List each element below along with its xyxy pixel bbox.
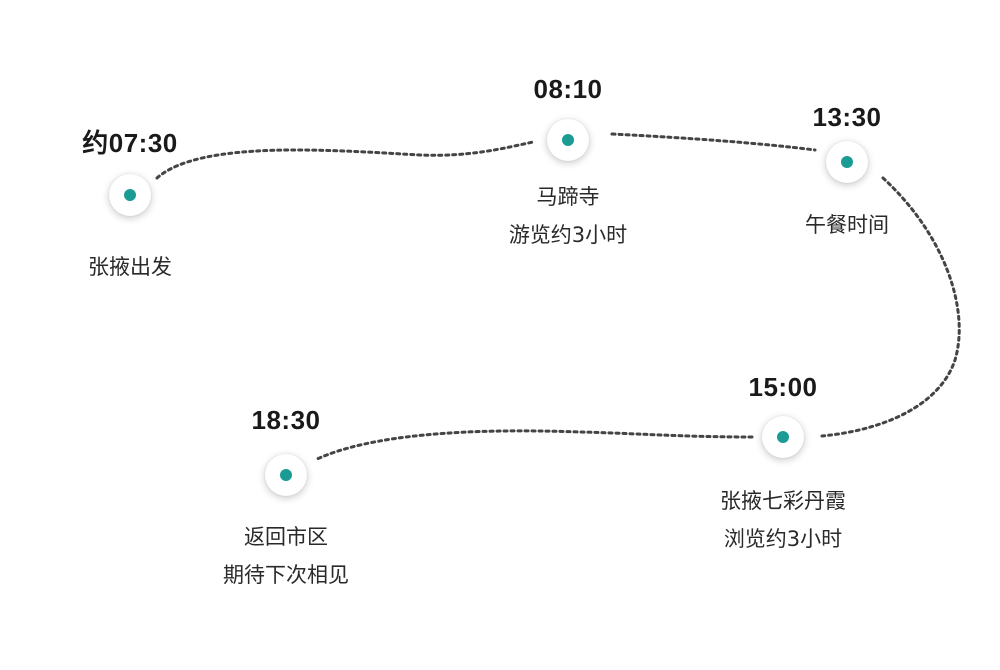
stop-description-line: 午餐时间 bbox=[805, 213, 889, 237]
route-segment-4 bbox=[313, 429, 754, 462]
teal-dot-icon bbox=[841, 156, 853, 168]
stop-time: 13:30 bbox=[812, 102, 882, 132]
teal-dot-icon bbox=[280, 469, 292, 481]
stop-marker-icon bbox=[826, 141, 868, 183]
stop-description: 午餐时间 bbox=[805, 206, 889, 244]
route-segment-1 bbox=[155, 140, 535, 180]
stop-description-line: 张掖出发 bbox=[88, 255, 172, 279]
stop-description: 张掖出发 bbox=[88, 248, 172, 286]
stop-marker-icon bbox=[547, 119, 589, 161]
teal-dot-icon bbox=[777, 431, 789, 443]
stop-description-line: 游览约3小时 bbox=[508, 223, 628, 247]
teal-dot-icon bbox=[124, 189, 136, 201]
route-segment-2 bbox=[610, 132, 817, 152]
teal-dot-icon bbox=[562, 134, 574, 146]
stop-description-line: 张掖七彩丹霞 bbox=[720, 489, 846, 513]
stop-description: 返回市区 期待下次相见 bbox=[223, 518, 349, 594]
stop-description: 马蹄寺 游览约3小时 bbox=[509, 178, 627, 254]
stop-marker-icon bbox=[265, 454, 307, 496]
stop-time: 18:30 bbox=[251, 405, 321, 435]
route-segment-3 bbox=[820, 176, 961, 438]
stop-description-line: 浏览约3小时 bbox=[723, 527, 843, 551]
stop-time: 15:00 bbox=[748, 372, 818, 402]
stop-description-line: 返回市区 bbox=[244, 525, 328, 549]
stop-time: 约07:30 bbox=[82, 128, 178, 158]
stop-description-line: 马蹄寺 bbox=[536, 185, 600, 209]
stop-marker-icon bbox=[109, 174, 151, 216]
stop-description: 张掖七彩丹霞 浏览约3小时 bbox=[720, 482, 846, 558]
stop-time: 08:10 bbox=[533, 74, 603, 104]
stop-marker-icon bbox=[762, 416, 804, 458]
stop-description-line: 期待下次相见 bbox=[223, 563, 349, 587]
